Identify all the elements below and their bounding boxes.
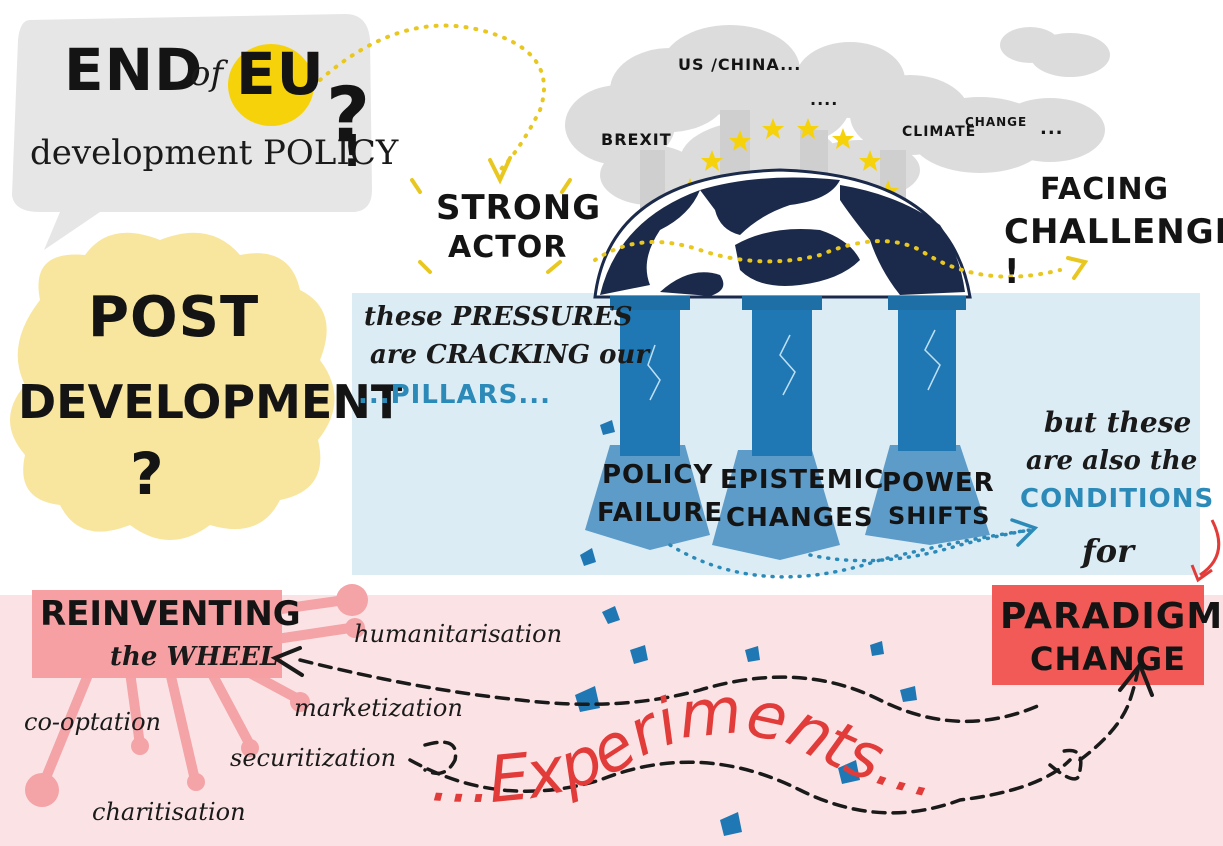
label-climate: CLIMATE xyxy=(902,124,977,140)
label-change: CHANGE xyxy=(965,115,1028,129)
title-exclamation: ! xyxy=(342,126,364,177)
arrowhead-up xyxy=(1118,661,1154,697)
conditions-line4: for xyxy=(1082,532,1134,570)
pillar-power-shifts-line2: SHIFTS xyxy=(888,502,991,530)
yellow-arrowhead xyxy=(488,156,512,185)
strong-actor-line2: ACTOR xyxy=(448,230,568,265)
experiments-textpath: ...Experiments... xyxy=(429,690,945,818)
label-dots: .... xyxy=(810,90,839,109)
label-us-china: US /CHINA... xyxy=(678,55,802,74)
title-question-mark: ? xyxy=(326,70,372,159)
facing-line2: CHALLENGES ! xyxy=(1004,212,1223,292)
spoke-co-optation: co-optation xyxy=(24,708,161,736)
blue-dotted-paths xyxy=(668,528,1032,579)
post-development-qmark: ? xyxy=(130,440,165,508)
pressures-line1: these PRESSURES xyxy=(364,302,633,332)
yellow-dotted-paths xyxy=(318,23,1062,279)
title-development-policy: development POLICY xyxy=(30,133,399,173)
post-development-line1: POST xyxy=(88,285,260,350)
pillar-policy-failure-line2: FAILURE xyxy=(597,498,724,528)
experiments-text: ...Experiments... xyxy=(429,690,945,818)
post-development-line2: DEVELOPMENT xyxy=(18,375,403,429)
reinventing-line2: the WHEEL xyxy=(110,642,279,672)
label-ellipsis: ... xyxy=(1040,118,1064,139)
blue-arrowhead xyxy=(1010,518,1039,547)
pillar-epistemic-changes-line1: EPISTEMIC xyxy=(720,465,885,495)
facing-line1: FACING xyxy=(1040,172,1170,207)
spoke-marketization: marketization xyxy=(294,694,463,722)
pillar-epistemic-changes-line2: CHANGES xyxy=(726,503,874,533)
paradigm-line2: CHANGE xyxy=(1030,640,1186,678)
dashed-curves xyxy=(298,658,1140,815)
spoke-charitisation: charitisation xyxy=(92,798,246,826)
eu-circle xyxy=(228,44,314,126)
pillar-policy-failure-line1: POLICY xyxy=(602,460,714,490)
arrowhead-left xyxy=(270,646,304,677)
spoke-securitization: securitization xyxy=(230,744,397,772)
title-eu: EU xyxy=(236,40,325,108)
strong-actor-line1: STRONG xyxy=(436,188,602,228)
paradigm-box xyxy=(992,585,1204,685)
rubble xyxy=(575,365,930,836)
title-end: END xyxy=(64,36,204,104)
paradigm-line1: PARADIGM xyxy=(1000,596,1223,637)
title-of: of xyxy=(190,54,224,94)
spoke-humanitarisation: humanitarisation xyxy=(354,620,563,648)
reinventing-line1: REINVENTING xyxy=(40,594,301,634)
conditions-line1: but these xyxy=(1044,406,1192,439)
pillar-power-shifts-line1: POWER xyxy=(882,468,995,498)
red-curve-arrow xyxy=(1199,519,1221,577)
conditions-line2: are also the xyxy=(1026,446,1198,476)
pressures-line2: are CRACKING our xyxy=(370,340,650,370)
experiments-label: ...Experiments... xyxy=(429,690,945,818)
yellow-arrowhead-right xyxy=(1066,256,1089,280)
pillars-art xyxy=(585,296,990,560)
strong-actor-rays xyxy=(410,178,572,274)
pressures-line3: ...PILLARS... xyxy=(358,380,551,410)
yellow-cloud xyxy=(10,232,335,540)
reinventing-wheel-art xyxy=(25,584,368,807)
conditions-line3: CONDITIONS xyxy=(1020,484,1215,514)
label-brexit: BREXIT xyxy=(601,130,672,149)
